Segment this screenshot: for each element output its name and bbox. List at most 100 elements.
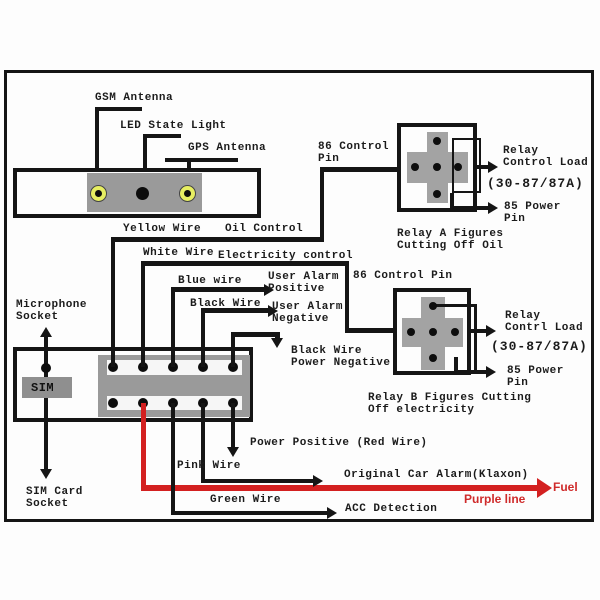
user-alarm-negative-2: Negative (272, 313, 329, 325)
relay-b-load-line (471, 329, 487, 333)
acc-detection-label: ACC Detection (345, 503, 438, 515)
led-callout-v (143, 134, 147, 170)
gsm-antenna-connector (90, 185, 107, 202)
white-wire-label: White Wire (143, 247, 215, 259)
red-wire-v (141, 403, 146, 491)
white-wire-v2 (345, 261, 349, 333)
power-negative-v (231, 333, 235, 367)
diagram-border (4, 70, 594, 522)
pin-top-1 (108, 362, 118, 372)
purple-line-label: Purple line (464, 492, 526, 506)
gps-callout-v (187, 158, 191, 170)
relay-b-85-arrow (486, 366, 496, 378)
led-callout-h (143, 134, 181, 138)
power-negative-label-1: Black Wire (291, 345, 363, 357)
gsm-callout-h (95, 107, 142, 111)
relay-a-86-label-1: 86 Control (318, 141, 390, 153)
relay-a-pin-left (411, 163, 419, 171)
black-wire-arrow (268, 305, 278, 317)
relay-a-85-label-2: Pin (504, 213, 526, 225)
white-wire-v1 (141, 262, 145, 367)
mic-junction-dot (41, 363, 51, 373)
relay-b-85-h (454, 370, 487, 374)
sim-card-label-2: Socket (26, 498, 69, 510)
pink-wire-arrow (313, 475, 323, 487)
relay-a-caption-1: Relay A Figures (397, 228, 504, 240)
relay-b-inner-top (433, 304, 477, 307)
gsm-callout-v (95, 107, 99, 170)
relay-b-rating-label: (30-87/87A) (491, 339, 588, 354)
white-wire-h1 (141, 261, 349, 266)
relay-b-pin-right (451, 328, 459, 336)
pink-wire-label: Pink Wire (177, 460, 241, 472)
relay-b-caption-2: Off electricity (368, 404, 475, 416)
relay-a-load-line (477, 165, 490, 169)
relay-b-pin-left (407, 328, 415, 336)
relay-a-85-h (450, 206, 488, 210)
white-wire-h2 (345, 328, 395, 333)
relay-b-load-arrow (486, 325, 496, 337)
yellow-wire-v2 (320, 167, 324, 242)
user-alarm-negative-1: User Alarm (272, 301, 344, 313)
power-negative-stub (275, 332, 280, 339)
yellow-wire-label: Yellow Wire (123, 223, 202, 235)
relay-b-load-label-1: Relay (505, 310, 541, 322)
power-negative-arrow (271, 338, 283, 348)
user-alarm-positive-1: User Alarm (268, 271, 340, 283)
relay-a-pin-right (454, 163, 462, 171)
relay-a-85-arrow (488, 202, 498, 214)
fuel-arrow (537, 478, 552, 498)
oil-control-label: Oil Control (225, 223, 304, 235)
microphone-label-2: Socket (16, 311, 59, 323)
relay-b-caption-1: Relay B Figures Cutting (368, 392, 532, 404)
gps-antenna-connector (179, 185, 196, 202)
sim-card-label-1: SIM Card (26, 486, 83, 498)
power-positive-arrow (227, 447, 239, 457)
sim-chip-label: SIM (31, 381, 55, 395)
original-car-alarm-label: Original Car Alarm(Klaxon) (344, 469, 529, 481)
relay-b-86-label: 86 Control Pin (353, 270, 453, 282)
fuel-label: Fuel (553, 480, 578, 494)
pin-top-4 (198, 362, 208, 372)
sim-card-arrow (40, 469, 52, 479)
yellow-wire-v1 (111, 239, 115, 367)
relay-a-pin-center (433, 163, 441, 171)
black-wire-label: Black Wire (190, 298, 262, 310)
gps-callout-h (165, 158, 238, 162)
relay-a-85-label-1: 85 Power (504, 201, 561, 213)
electricity-control-label: Electricity control (218, 250, 353, 262)
gps-antenna-label: GPS Antenna (188, 142, 267, 154)
relay-a-85-v (450, 193, 454, 210)
relay-b-pin-top (429, 302, 437, 310)
relay-a-caption-2: Cutting Off Oil (397, 240, 504, 252)
relay-b-85-v (454, 357, 458, 373)
blue-wire-arrow (264, 284, 274, 296)
relay-b-pin-center (429, 328, 437, 336)
relay-b-85-label-1: 85 Power (507, 365, 564, 377)
relay-a-pin-bottom (433, 190, 441, 198)
gsm-antenna-label: GSM Antenna (95, 92, 174, 104)
power-negative-label-2: Power Negative (291, 357, 391, 369)
led-state-light-dot (136, 187, 149, 200)
power-positive-label: Power Positive (Red Wire) (250, 437, 428, 449)
microphone-arrow (40, 327, 52, 337)
black-wire-h (201, 308, 268, 313)
blue-wire-h (171, 287, 264, 292)
pink-wire-v (201, 403, 205, 483)
pin-top-3 (168, 362, 178, 372)
pin-bottom-1 (108, 398, 118, 408)
red-wire-h (141, 485, 538, 491)
pink-wire-h (201, 479, 314, 483)
yellow-wire-h1 (111, 237, 324, 242)
relay-b-inner-right (474, 304, 477, 373)
relay-a-load-label-1: Relay (503, 145, 539, 157)
relay-b-load-label-2: Contrl Load (505, 322, 584, 334)
green-wire-arrow (327, 507, 337, 519)
user-alarm-positive-2: Positive (268, 283, 325, 295)
blue-wire-v (171, 288, 175, 367)
relay-a-load-label-2: Control Load (503, 157, 589, 169)
microphone-label-1: Microphone (16, 299, 88, 311)
relay-a-pin-top (433, 137, 441, 145)
sim-chip (22, 377, 72, 398)
